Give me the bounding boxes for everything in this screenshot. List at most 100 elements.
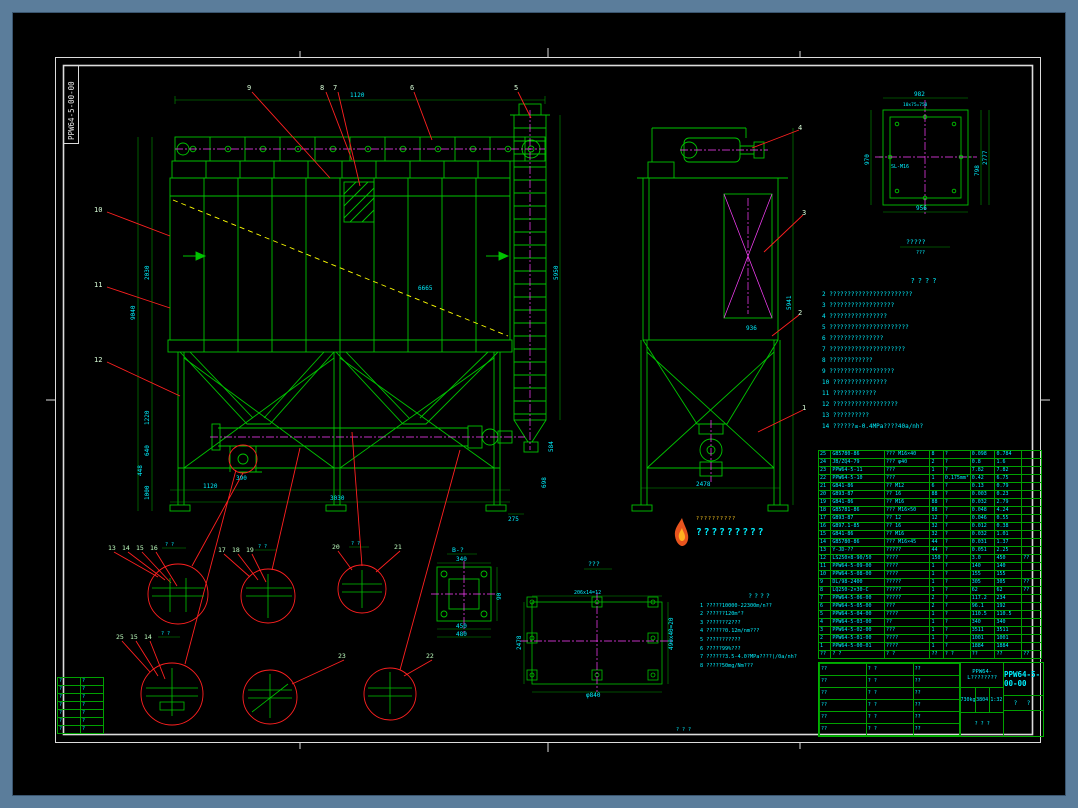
detail-label-14b: 14 [144, 633, 152, 641]
logo-subtitle: ?????????? [696, 516, 737, 522]
drawing-sheet-number: 3804 [976, 688, 990, 712]
note-line: 8 ???????????? [822, 357, 873, 364]
table-row: ?? [57, 717, 104, 726]
detail-label-16: 16 [150, 544, 158, 552]
dim-front-bottom-overall: 3030 [330, 495, 345, 502]
bom-header-row: ?? ? ? ? ? ?? ? ? ?? ?? ?? [817, 650, 1042, 659]
company-logo: ?????????? ????????? [672, 516, 812, 548]
tech-title: ???? [748, 592, 772, 600]
dimension-labels: 1120 9040 2030 1220 640 448 1000 6665 11… [130, 91, 989, 733]
foundation-bolt-pattern [526, 596, 663, 685]
note-line: 9 ?????????????????? [822, 368, 895, 375]
dim-flange-top: 340 [456, 556, 467, 563]
dim-door-top-pitch: 10x75=750 [903, 102, 928, 108]
callout-2: 2 [798, 309, 802, 317]
item-callout-numbers: 9 8 7 6 5 4 3 2 1 10 11 12 [94, 84, 806, 412]
title-block-middle: PPW64-L???????? 730kg 3804 1:32 ? ? ? [960, 663, 1003, 736]
dim-pattern-bottom: φ840 [586, 692, 601, 699]
dim-front-left-hopper: 1220 [144, 410, 151, 425]
note-line: 6 ??????????????? [822, 335, 884, 342]
tech-requirements-block: ???? 1 ?????10000-22300m/n??2 ??????120m… [700, 592, 820, 670]
diagonal-guide-line [172, 199, 509, 337]
detail-label-25: 25 [116, 633, 124, 641]
note-line: 12 ?????????????????? [822, 401, 898, 408]
note-line: 5 ??????????? [700, 636, 741, 643]
revision-table: ?????????????? [57, 677, 104, 734]
callout-8: 8 [320, 84, 324, 92]
note-line: 1 ?????10000-22300m/n?? [700, 602, 772, 609]
detail-circle-contents [146, 570, 412, 718]
callout-1: 1 [802, 404, 806, 412]
dim-front-bottom-small: 390 [236, 475, 247, 482]
note-line: 5 ?????????????????????? [822, 324, 909, 331]
product-code: PPW64-L???????? [961, 663, 1003, 688]
note-line: 11 ???????????? [822, 390, 877, 397]
drawing-weight: 730kg [961, 688, 976, 712]
dim-side-height: 5941 [786, 295, 793, 310]
dim-pattern-left: 2478 [516, 635, 523, 650]
dim-front-bottom-left: 1120 [203, 483, 218, 490]
note-line: 3 ???????2??? [700, 619, 741, 626]
dim-duct-height: 5950 [553, 265, 560, 280]
dim-flange-bottom2: 480 [456, 631, 467, 638]
detail-label-17: 17 [218, 546, 226, 554]
drawing-stage: ? ? ? [974, 721, 990, 728]
dim-door-right: 2777 [982, 150, 989, 165]
note-line: 7 ??????3.5-4.0?MPa????(/0a/nh? [700, 654, 797, 661]
note-line: 4 ???????????????? [822, 313, 888, 320]
detail-callout-circles [106, 91, 804, 726]
detail-label-18: 18 [232, 546, 240, 554]
note-line: 10 ??????????????? [822, 379, 888, 386]
table-header: ?? ? ? ? ? ?? ? ? ?? ?? ?? [817, 650, 1042, 659]
title-block-values: 730kg 3804 1:32 [961, 688, 1003, 713]
callout-12: 12 [94, 356, 102, 364]
callout-3: 3 [802, 209, 806, 217]
notes-list: 2 ???????????????????????3 ?????????????… [822, 289, 1028, 432]
dim-door-left: 970 [864, 154, 871, 165]
table-row: ?? [57, 709, 104, 718]
notes-title: ???? [910, 277, 940, 285]
dim-duct-lower: 584 [548, 441, 555, 452]
dim-side-door: 936 [746, 325, 757, 332]
tech-list: 1 ?????10000-22300m/n??2 ??????120m²?3 ?… [700, 602, 820, 671]
front-view [167, 136, 546, 512]
dim-flange-right: 90 [496, 592, 503, 600]
dim-door-bolt: SL-M16 [891, 164, 909, 170]
title-block-stage-row: ? ? ? [961, 713, 1003, 737]
note-line: 7 ????????????????????? [822, 346, 906, 353]
table-row: ??? ??? [819, 711, 961, 724]
detail-label-13: 13 [108, 544, 116, 552]
detail-label-23: 23 [338, 652, 346, 660]
detail-scale-mark: ? ? [161, 631, 170, 637]
table-row: ?? [57, 693, 104, 702]
pattern-title: ??? [588, 560, 600, 568]
note-line: 3 ?????????????????? [822, 302, 895, 309]
note-line: 6 ?????99%??? [700, 645, 741, 652]
callout-4: 4 [798, 124, 802, 132]
table-row: ?? [57, 685, 104, 694]
dim-front-left-leg1: 640 [144, 445, 151, 456]
callout-6: 6 [410, 84, 414, 92]
note-line: 13 ?????????? [822, 412, 869, 419]
door-detail-title: ????? [906, 238, 926, 246]
note-line: 8 ?????50mg/Nm??? [700, 662, 754, 669]
door-detail-scale: ??? [916, 250, 925, 256]
flame-icon [674, 518, 689, 546]
dim-front-left-body: 2030 [144, 265, 151, 280]
